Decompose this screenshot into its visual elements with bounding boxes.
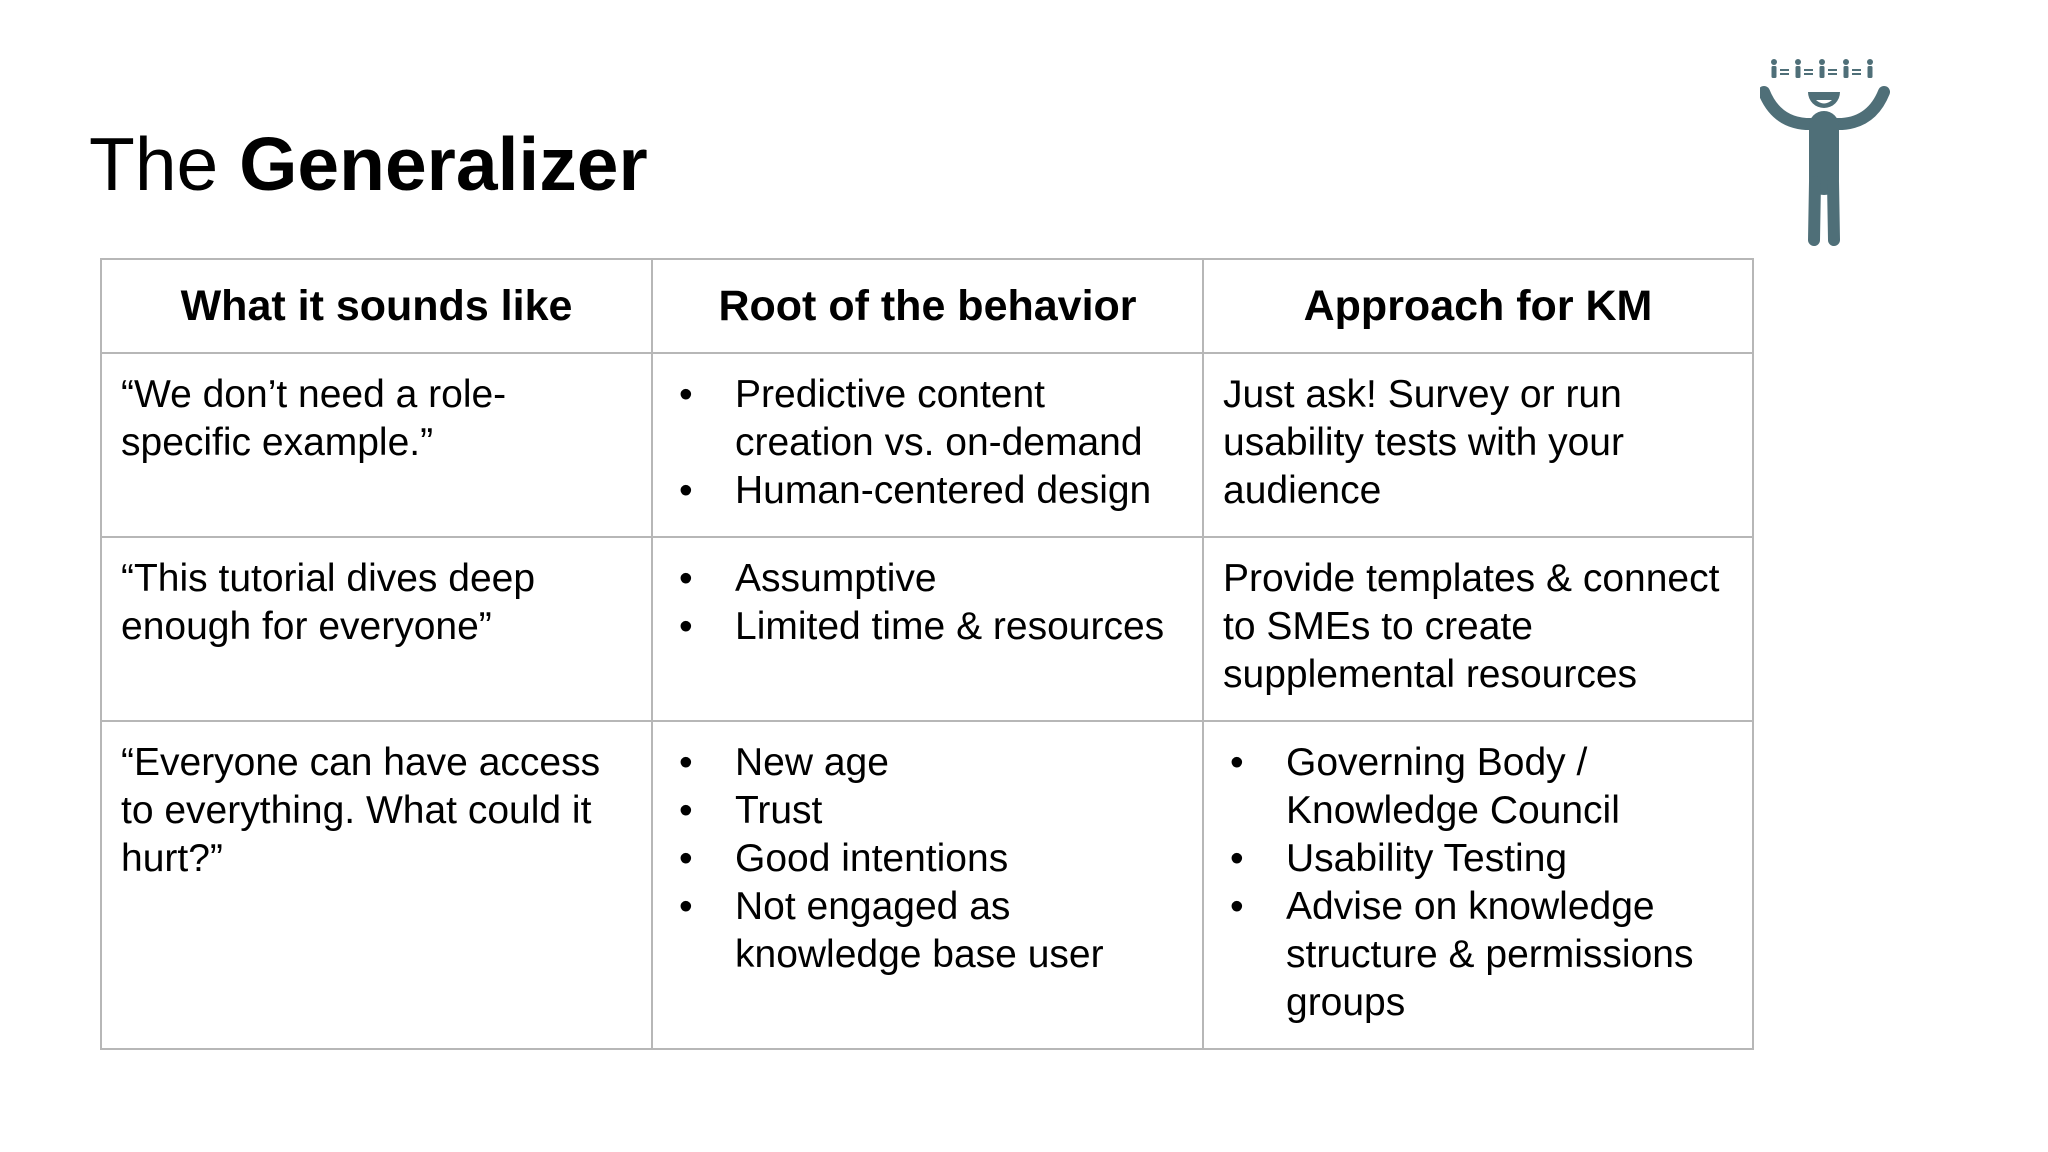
approach-list: Governing Body / Knowledge Council Usabi… (1223, 739, 1734, 1027)
quote-cell: “We don’t need a role-specific example.” (100, 352, 653, 538)
quote-cell: “This tutorial dives deep enough for eve… (100, 536, 653, 722)
root-list: Predictive content creation vs. on-deman… (672, 371, 1184, 515)
list-item: Assumptive (672, 555, 1184, 603)
approach-cell: Just ask! Survey or run usability tests … (1202, 352, 1754, 538)
quote-text: “This tutorial dives deep enough for eve… (121, 557, 536, 648)
quote-text: “Everyone can have access to everything.… (121, 741, 601, 880)
quote-cell: “Everyone can have access to everything.… (100, 720, 653, 1050)
list-item: Advise on knowledge structure & permissi… (1223, 883, 1734, 1027)
table-row: “This tutorial dives deep enough for eve… (100, 536, 1754, 722)
root-cell: New age Trust Good intentions Not engage… (651, 720, 1204, 1050)
title-bold: Generalizer (239, 122, 648, 206)
table-header-row: What it sounds like Root of the behavior… (100, 258, 1754, 354)
list-item: Limited time & resources (672, 603, 1184, 651)
root-list: New age Trust Good intentions Not engage… (672, 739, 1184, 979)
approach-cell: Provide templates & connect to SMEs to c… (1202, 536, 1754, 722)
header-approach-for-km: Approach for KM (1202, 258, 1754, 354)
root-cell: Predictive content creation vs. on-deman… (651, 352, 1204, 538)
list-item: New age (672, 739, 1184, 787)
list-item: Governing Body / Knowledge Council (1223, 739, 1734, 835)
title-prefix: The (89, 122, 219, 206)
header-root-of-behavior: Root of the behavior (651, 258, 1204, 354)
root-list: Assumptive Limited time & resources (672, 555, 1184, 651)
list-item: Not engaged as knowledge base user (672, 883, 1184, 979)
list-item: Predictive content creation vs. on-deman… (672, 371, 1184, 467)
root-cell: Assumptive Limited time & resources (651, 536, 1204, 722)
list-item: Trust (672, 787, 1184, 835)
generalizer-person-icon (1760, 59, 1890, 246)
behavior-table: What it sounds like Root of the behavior… (100, 258, 1754, 1050)
approach-cell: Governing Body / Knowledge Council Usabi… (1202, 720, 1754, 1050)
approach-text: Provide templates & connect to SMEs to c… (1223, 557, 1720, 696)
list-item: Good intentions (672, 835, 1184, 883)
quote-text: “We don’t need a role-specific example.” (121, 373, 507, 464)
list-item: Usability Testing (1223, 835, 1734, 883)
table-row: “We don’t need a role-specific example.”… (100, 352, 1754, 538)
table-row: “Everyone can have access to everything.… (100, 720, 1754, 1050)
header-what-it-sounds-like: What it sounds like (100, 258, 653, 354)
slide-title: The Generalizer (89, 118, 648, 210)
approach-text: Just ask! Survey or run usability tests … (1223, 373, 1624, 512)
list-item: Human-centered design (672, 467, 1184, 515)
